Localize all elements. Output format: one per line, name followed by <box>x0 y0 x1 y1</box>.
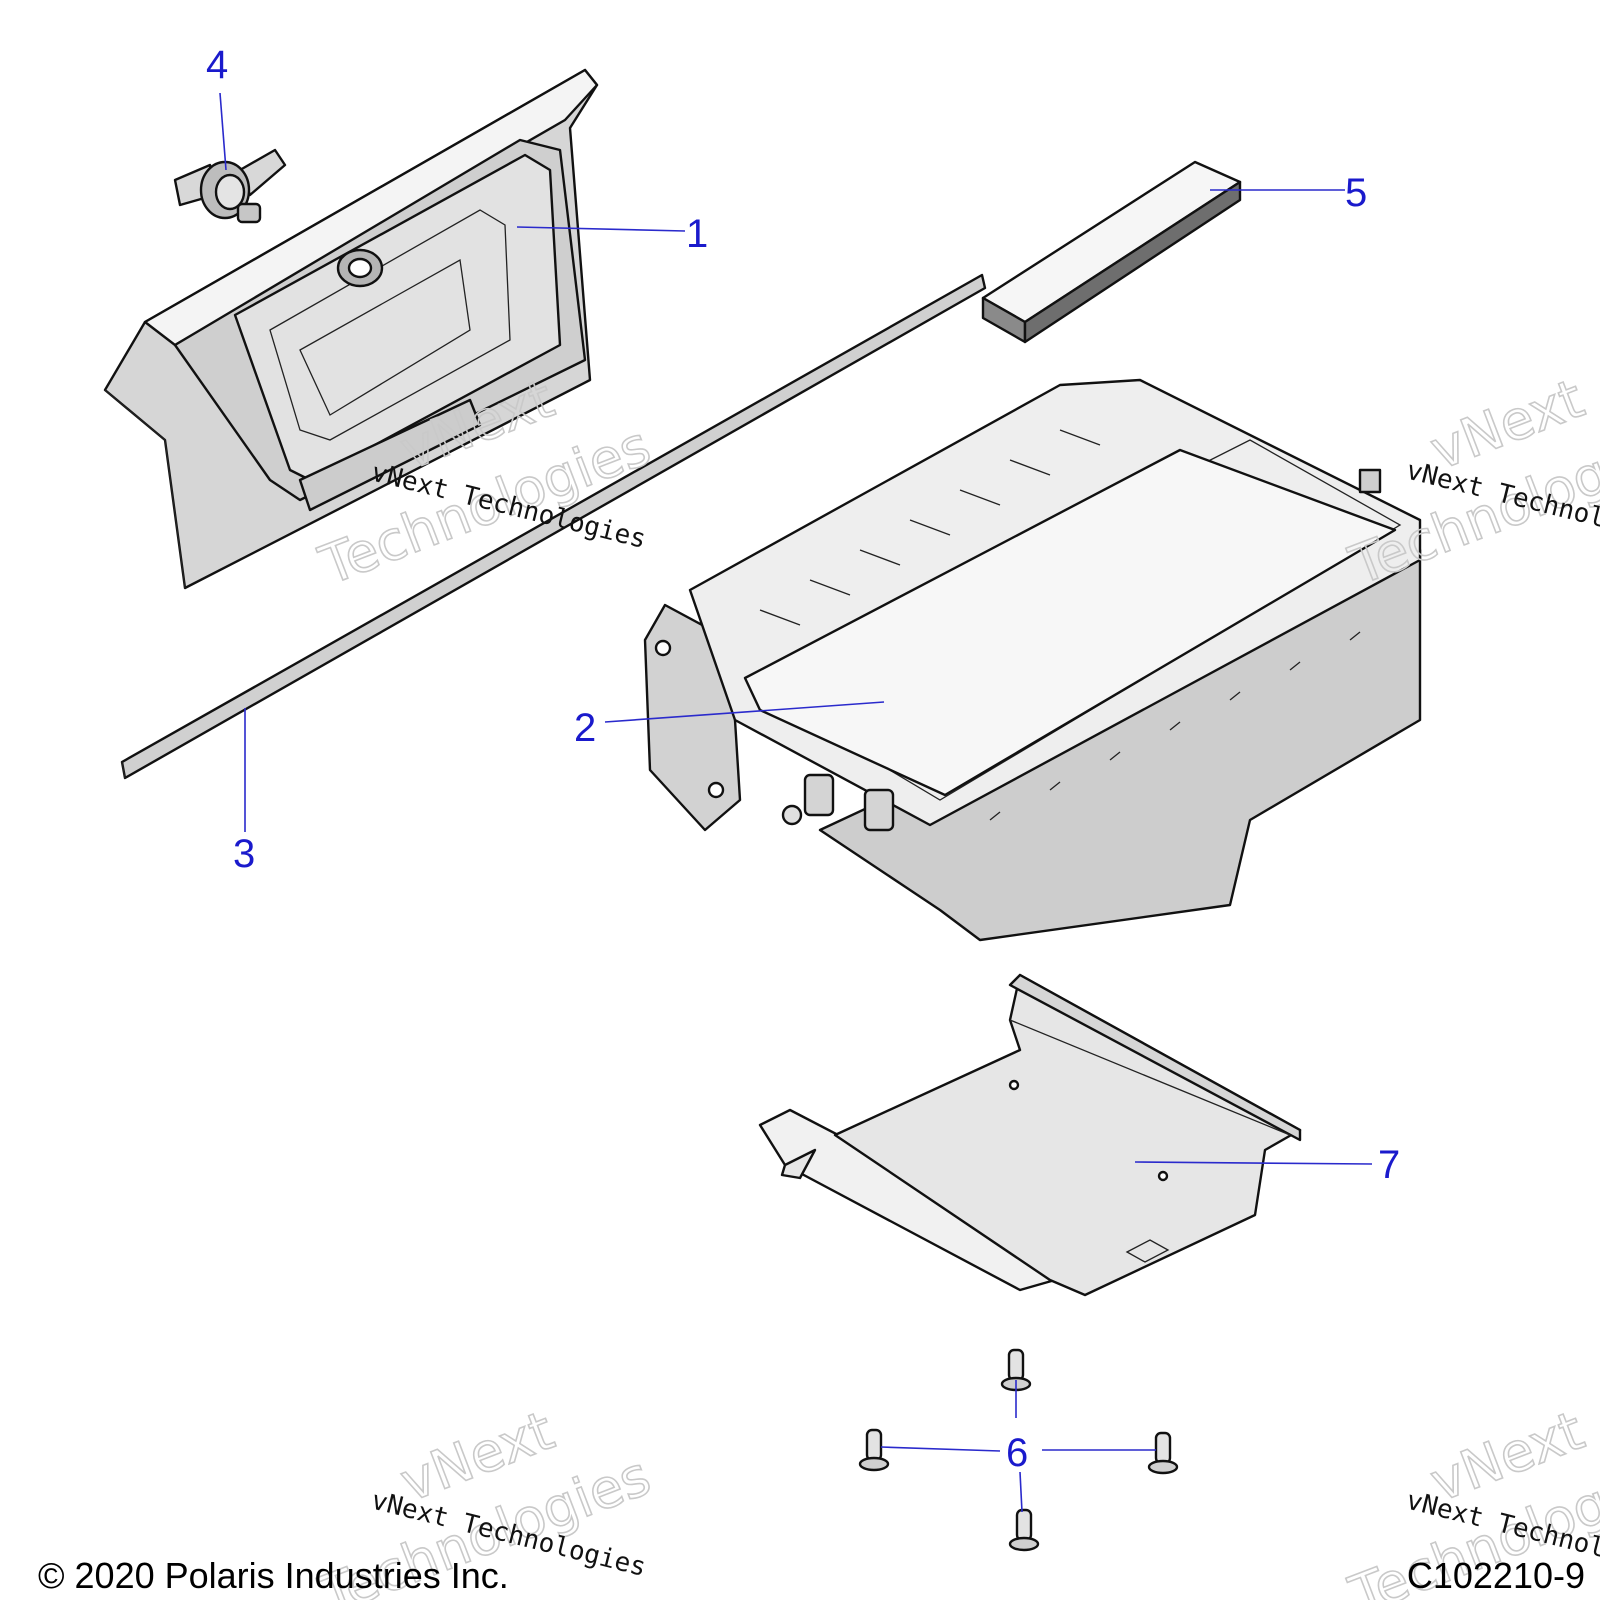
leader-1 <box>516 226 686 232</box>
fastener-bottom <box>1008 1508 1040 1552</box>
leader-7 <box>1134 1161 1373 1165</box>
callout-1[interactable]: 1 <box>686 212 708 256</box>
leader-6-left <box>880 1446 1001 1452</box>
fastener-left <box>858 1428 890 1472</box>
copyright-text: © 2020 Polaris Industries Inc. <box>38 1555 509 1596</box>
diagram-code: C102210-9 <box>1407 1555 1585 1596</box>
part-5-foam-pad[interactable] <box>981 160 1242 344</box>
part-2-glovebox-bin[interactable] <box>643 378 1422 942</box>
part-1-glovebox-door[interactable] <box>103 68 599 590</box>
leader-4 <box>219 92 227 171</box>
part-4-latch[interactable] <box>173 148 287 224</box>
callout-2[interactable]: 2 <box>574 706 596 750</box>
part-3-seal-strip[interactable] <box>120 273 987 780</box>
part-7-plate[interactable] <box>758 973 1302 1297</box>
leader-2 <box>604 701 885 723</box>
part-6-fasteners[interactable] <box>858 1348 1179 1552</box>
fastener-right <box>1147 1431 1179 1475</box>
callout-6[interactable]: 6 <box>1006 1431 1028 1475</box>
leader-6-bottom <box>1019 1471 1023 1513</box>
callout-7[interactable]: 7 <box>1378 1143 1400 1187</box>
callout-4[interactable]: 4 <box>206 43 228 87</box>
callout-5[interactable]: 5 <box>1345 171 1367 215</box>
callout-3[interactable]: 3 <box>233 832 255 876</box>
